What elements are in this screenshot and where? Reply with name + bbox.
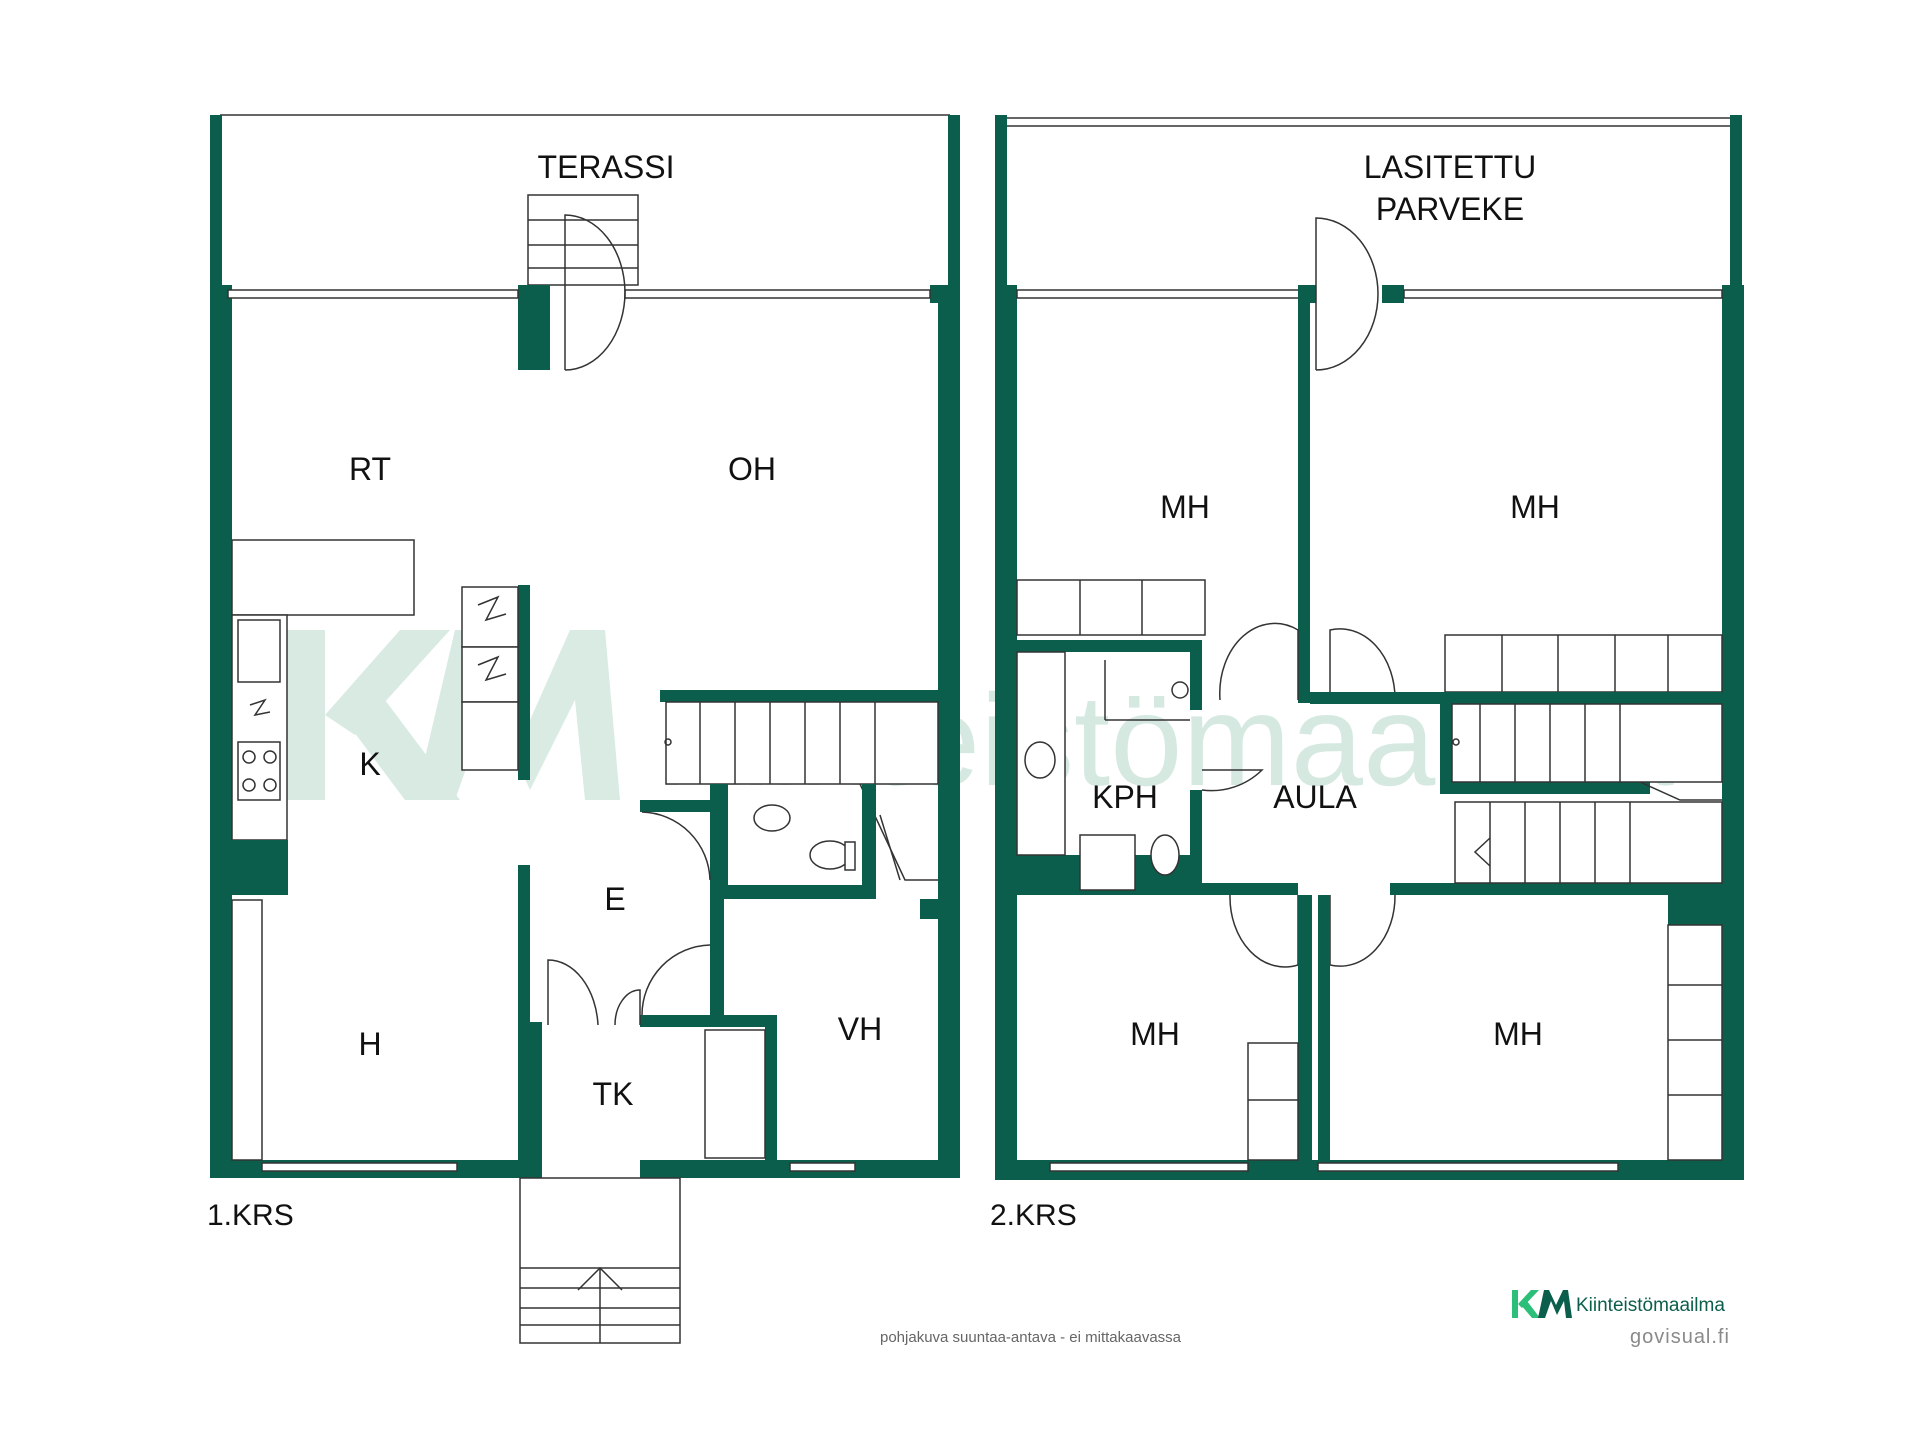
window bbox=[1317, 1162, 1619, 1172]
room-label-mh-bottom-right: MH bbox=[1493, 1016, 1543, 1052]
floor-2: LASITETTU PARVEKE MH MH KPH AULA MH MH 2… bbox=[990, 115, 1744, 1232]
window bbox=[227, 289, 519, 299]
kitchen-island bbox=[231, 539, 415, 616]
window bbox=[789, 1162, 856, 1172]
closet-door bbox=[547, 959, 599, 1026]
window bbox=[261, 1162, 458, 1172]
stove-icon bbox=[237, 741, 281, 801]
wc-sink-icon bbox=[753, 804, 791, 832]
room-label-h: H bbox=[358, 1026, 381, 1062]
floor-label-2: 2.KRS bbox=[990, 1199, 1077, 1232]
wall-interior bbox=[518, 865, 530, 1165]
footer: pohjakuva suuntaa-antava - ei mittakaava… bbox=[880, 1290, 1730, 1348]
room-label-balcony-line2: PARVEKE bbox=[1376, 191, 1524, 227]
watermark-km-logo bbox=[285, 630, 620, 800]
toilet-icon bbox=[1150, 834, 1180, 876]
room-label-e: E bbox=[604, 881, 625, 917]
floor-label-1: 1.KRS bbox=[207, 1199, 294, 1232]
room-label-k: K bbox=[359, 746, 380, 782]
door-swing bbox=[1329, 894, 1396, 967]
disclaimer-text: pohjakuva suuntaa-antava - ei mittakaava… bbox=[880, 1329, 1182, 1346]
wc bbox=[640, 784, 901, 899]
wall-interior bbox=[1298, 303, 1310, 703]
room-label-rt: RT bbox=[349, 451, 391, 487]
balcony-door bbox=[1315, 217, 1379, 371]
sink-icon bbox=[237, 619, 281, 683]
window bbox=[1016, 289, 1300, 299]
room-label-kph: KPH bbox=[1092, 779, 1158, 815]
entrance bbox=[519, 1155, 770, 1344]
window bbox=[1049, 1162, 1249, 1172]
staircase bbox=[1395, 692, 1723, 884]
room-label-tk: TK bbox=[593, 1076, 634, 1112]
door-swing bbox=[1229, 894, 1299, 968]
brand-logo-icon bbox=[1512, 1290, 1572, 1318]
glazed-balcony bbox=[995, 115, 1742, 285]
terrace bbox=[210, 114, 960, 286]
kitchen-counter bbox=[231, 614, 288, 841]
wardrobe bbox=[231, 899, 263, 1161]
room-label-mh-bottom-left: MH bbox=[1130, 1016, 1180, 1052]
bathroom bbox=[1016, 640, 1264, 895]
door-swing bbox=[641, 811, 711, 881]
door-swing bbox=[1201, 769, 1264, 792]
wardrobe bbox=[1444, 634, 1723, 693]
room-label-mh-top-right: MH bbox=[1510, 489, 1560, 525]
bathroom-sink-icon bbox=[1024, 741, 1056, 779]
window bbox=[1403, 289, 1723, 299]
staircase bbox=[660, 690, 939, 881]
electric-icon bbox=[477, 655, 507, 682]
cabinet-block bbox=[461, 585, 530, 780]
electric-icon bbox=[249, 698, 271, 717]
room-label-mh-top-left: MH bbox=[1160, 489, 1210, 525]
credit-text: govisual.fi bbox=[1630, 1326, 1730, 1348]
room-label-balcony-line1: LASITETTU bbox=[1364, 149, 1536, 185]
wardrobe bbox=[1016, 579, 1206, 636]
electric-icon bbox=[477, 595, 507, 622]
shower-icon bbox=[1079, 834, 1136, 891]
wardrobe bbox=[1247, 1042, 1299, 1161]
brand-name: Kiinteistömaailma bbox=[1576, 1295, 1725, 1316]
toilet-icon bbox=[809, 840, 851, 870]
terrace-door bbox=[564, 214, 626, 371]
room-label-vh: VH bbox=[838, 1011, 882, 1047]
room-label-oh: OH bbox=[728, 451, 776, 487]
window bbox=[624, 289, 931, 299]
door-swing bbox=[1219, 622, 1299, 701]
door-swing bbox=[641, 944, 711, 1016]
room-label-terrace: TERASSI bbox=[538, 149, 675, 185]
wardrobe bbox=[1667, 924, 1723, 1161]
wall-left bbox=[210, 285, 232, 1175]
wall-left bbox=[995, 285, 1017, 1180]
room-label-aula: AULA bbox=[1273, 779, 1357, 815]
floor-1: TERASSI RT OH K E H VH TK 1.KRS bbox=[207, 114, 960, 1344]
door-swing bbox=[1329, 628, 1396, 701]
wall-right bbox=[938, 285, 960, 1175]
wall-right bbox=[1722, 285, 1744, 1180]
